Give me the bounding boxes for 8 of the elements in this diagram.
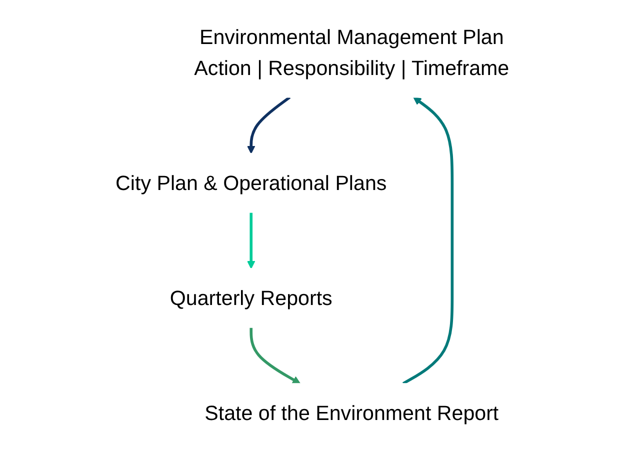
node-text: Environmental Management Plan Action | Responsibility | Timeframe xyxy=(194,25,509,80)
node-text: City Plan & Operational Plans xyxy=(115,171,386,195)
arrow xyxy=(402,96,454,385)
node-text: Quarterly Reports xyxy=(170,286,332,310)
arrow xyxy=(246,96,290,154)
arrow xyxy=(246,212,255,269)
arrow xyxy=(249,327,300,384)
node-text: State of the Environment Report xyxy=(204,401,498,425)
